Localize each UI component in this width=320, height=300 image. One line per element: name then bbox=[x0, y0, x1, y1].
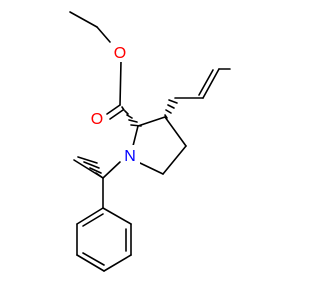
bond-carbonyl-double-2 bbox=[109, 109, 124, 120]
atom-ester-o: O bbox=[111, 42, 129, 62]
stereo-bond-c2-carbonyl bbox=[121, 106, 142, 127]
ester-o-label: O bbox=[114, 45, 126, 62]
bond-allyl-double bbox=[198, 69, 214, 96]
bond-c3-c4 bbox=[164, 116, 187, 147]
bond-ch-methyl bbox=[73, 159, 104, 179]
bond-n-ch bbox=[102, 161, 121, 179]
bond-c5-n bbox=[139, 162, 164, 175]
stereo-bond-c3-allyl bbox=[164, 99, 178, 119]
bond-allyl-ch-ch2 bbox=[202, 68, 220, 99]
bond-ethyl-ch2-o bbox=[96, 26, 111, 43]
bond-ethyl-ch3 bbox=[69, 11, 98, 28]
bond-c4-c5 bbox=[162, 145, 187, 175]
atom-ring-n: N bbox=[121, 145, 140, 165]
bond-carbonyl-double-1 bbox=[106, 104, 121, 115]
ring-n-label: N bbox=[124, 148, 136, 165]
structure-canvas: O O N bbox=[69, 11, 231, 272]
carbonyl-o-label: O bbox=[91, 111, 103, 128]
bond-o-carbonyl-c bbox=[119, 60, 122, 106]
molecule-diagram: O O N bbox=[69, 11, 231, 272]
bond-c2-c3 bbox=[137, 116, 166, 127]
atom-carbonyl-o: O bbox=[88, 108, 106, 128]
phenyl-ring bbox=[76, 207, 132, 272]
